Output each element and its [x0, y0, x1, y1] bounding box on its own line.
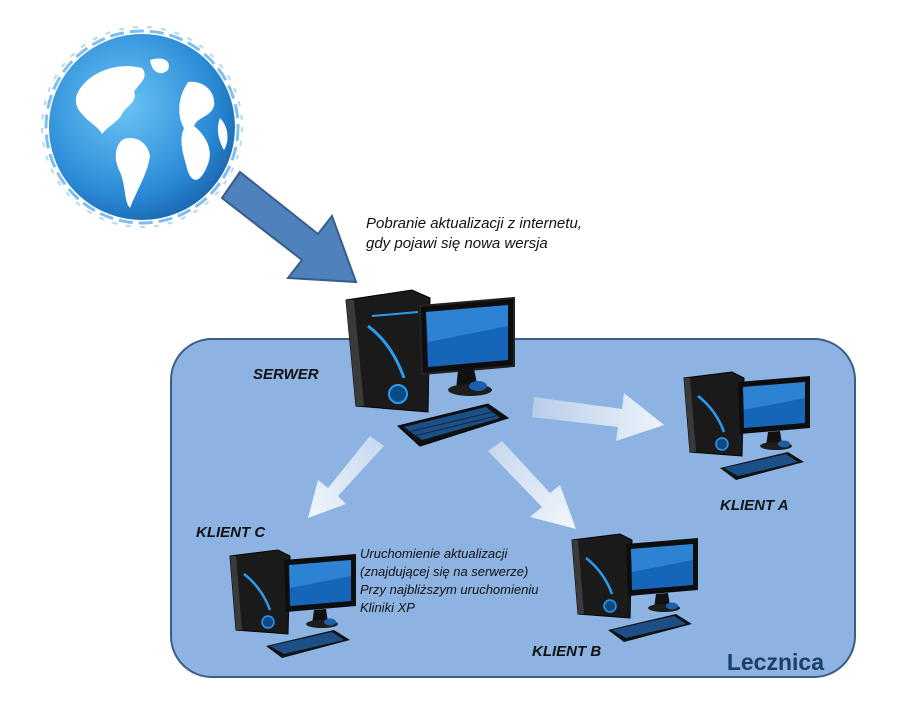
client-note-line4: Kliniki XP [360, 600, 415, 615]
client-b-label: KLIENT B [532, 643, 602, 660]
internet-note-line2: gdy pojawi się nowa wersja [366, 235, 548, 252]
client-a-label: KLIENT A [720, 497, 789, 514]
distribution-arrow-to-client-b [488, 441, 576, 529]
server-computer-icon [345, 289, 515, 447]
client-note-line2: (znajdującej się na serwerze) [360, 564, 529, 579]
client-note-line1: Uruchomienie aktualizacji [360, 546, 508, 561]
server-label: SERWER [253, 366, 319, 383]
client-note-line3: Przy najbliższym uruchomieniu [360, 582, 539, 597]
client-computer-icon [683, 371, 810, 480]
client-computer-icon [571, 533, 698, 642]
internet-note-line1: Pobranie aktualizacji z internetu, [366, 215, 582, 232]
globe-icon [41, 26, 243, 228]
client-computer-icon [229, 549, 356, 658]
zone-label: Lecznica [726, 649, 824, 675]
distribution-arrow-to-client-c [308, 436, 384, 518]
download-arrow [220, 170, 358, 284]
client-c-label: KLIENT C [196, 524, 266, 541]
internet-update-note: Pobranie aktualizacji z internetu, gdy p… [366, 214, 582, 254]
client-update-note: Uruchomienie aktualizacji (znajdującej s… [360, 545, 538, 617]
distribution-arrow-to-client-a [532, 393, 664, 441]
